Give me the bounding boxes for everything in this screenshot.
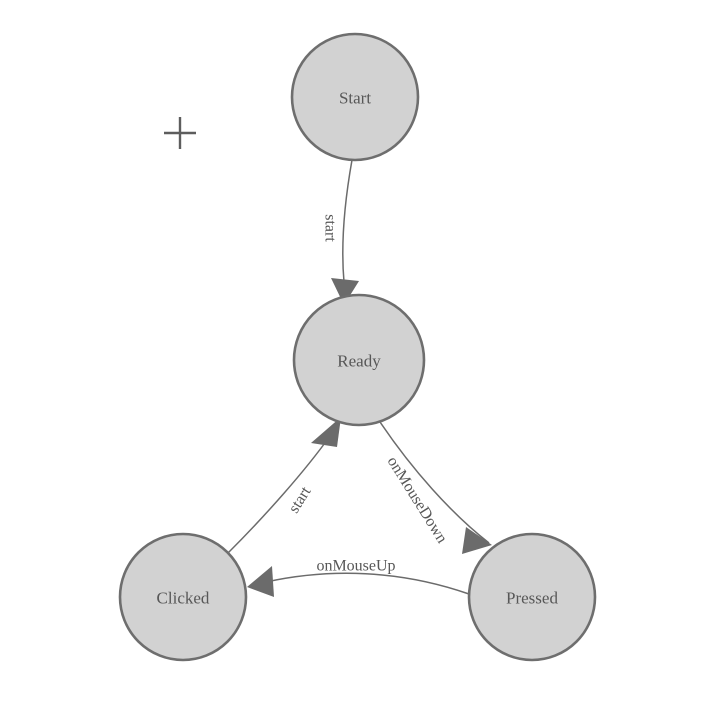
- edge-path-start-to-ready[interactable]: [342, 159, 353, 283]
- node-pressed[interactable]: Pressed: [467, 532, 597, 662]
- node-start[interactable]: Start: [290, 32, 420, 162]
- edge-label-ready-to-pressed: onMouseDown: [384, 454, 451, 547]
- edge-label-clicked-to-ready: start: [285, 483, 314, 516]
- edge-path-ready-to-pressed[interactable]: [377, 418, 490, 544]
- edge-path-pressed-to-clicked[interactable]: [265, 572, 470, 595]
- node-clicked[interactable]: Clicked: [118, 532, 248, 662]
- node-clicked-circle[interactable]: [118, 532, 248, 662]
- edge-pressed-to-clicked[interactable]: onMouseUp: [247, 558, 470, 598]
- edge-arrowhead-start-to-ready: [331, 278, 359, 305]
- edge-arrowhead-clicked-to-ready: [311, 417, 341, 447]
- edge-label-pressed-to-clicked: onMouseUp: [316, 558, 395, 575]
- edge-start-to-ready[interactable]: start: [322, 159, 360, 305]
- node-ready-circle[interactable]: [292, 293, 426, 427]
- crosshair-marker-icon: [164, 117, 196, 149]
- node-pressed-circle[interactable]: [467, 532, 597, 662]
- edge-clicked-to-ready[interactable]: start: [227, 417, 341, 554]
- edge-arrowhead-pressed-to-clicked: [247, 566, 274, 597]
- edge-ready-to-pressed[interactable]: onMouseDown: [377, 418, 492, 554]
- node-start-circle[interactable]: [290, 32, 420, 162]
- node-start-label: Start: [339, 89, 371, 108]
- node-pressed-label: Pressed: [506, 589, 558, 608]
- edge-label-start-to-ready: start: [322, 214, 339, 242]
- node-clicked-label: Clicked: [157, 589, 210, 608]
- edge-arrowhead-ready-to-pressed: [462, 527, 492, 554]
- node-ready-label: Ready: [337, 352, 381, 371]
- node-ready[interactable]: Ready: [292, 293, 426, 427]
- edge-path-clicked-to-ready[interactable]: [227, 435, 331, 554]
